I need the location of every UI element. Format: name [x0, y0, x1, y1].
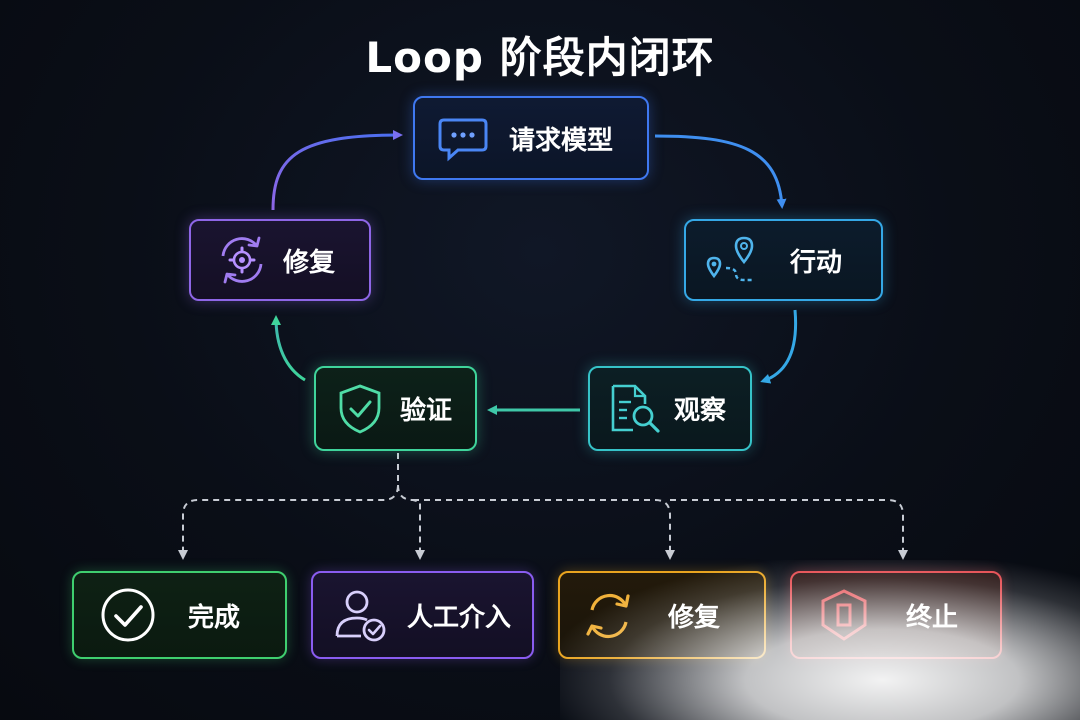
outcome-label: 终止 — [906, 602, 959, 633]
node-request-model[interactable]: 请求模型 — [413, 96, 649, 180]
arrow-verify-to-repair — [271, 315, 306, 382]
outcome-branch-lines — [178, 453, 908, 560]
outcome-label: 修复 — [668, 602, 721, 633]
document-search-icon — [606, 382, 664, 436]
node-repair[interactable]: 修复 — [189, 219, 371, 301]
node-observe[interactable]: 观察 — [588, 366, 752, 451]
arrow-action-to-observe — [760, 309, 798, 384]
chat-bubble-icon — [435, 114, 491, 162]
node-label: 验证 — [400, 396, 453, 426]
outcome-done[interactable]: 完成 — [72, 571, 287, 659]
outcome-label: 完成 — [188, 602, 241, 633]
refresh-icon — [580, 588, 638, 642]
page-title: Loop 阶段内闭环 — [365, 33, 715, 82]
route-pin-icon — [704, 234, 760, 286]
outcome-human-intervention[interactable]: 人工介入 — [311, 571, 534, 659]
outcome-repair[interactable]: 修复 — [558, 571, 766, 659]
node-label: 观察 — [674, 396, 727, 426]
node-verify[interactable]: 验证 — [314, 366, 477, 451]
node-label: 修复 — [283, 247, 336, 278]
shield-check-icon — [334, 382, 386, 436]
check-circle-icon — [98, 586, 158, 644]
user-check-icon — [333, 586, 389, 644]
outcome-label: 人工介入 — [407, 602, 512, 633]
node-label: 行动 — [790, 247, 843, 278]
arrow-request-to-action — [654, 134, 787, 209]
node-label: 请求模型 — [509, 125, 614, 156]
arrow-repair-to-request — [271, 130, 403, 211]
node-action[interactable]: 行动 — [684, 219, 883, 301]
stop-octagon-icon — [816, 587, 872, 643]
gear-cycle-icon — [213, 232, 271, 288]
outcome-terminate[interactable]: 终止 — [790, 571, 1002, 659]
